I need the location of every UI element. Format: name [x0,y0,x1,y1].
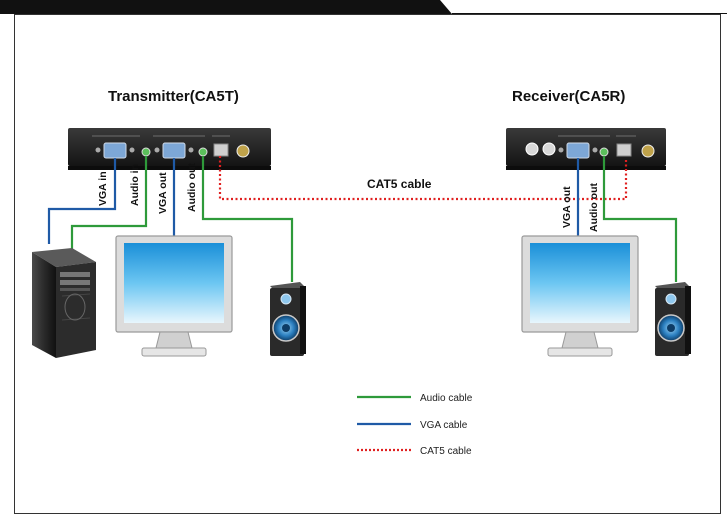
receiver-monitor-icon [521,235,639,357]
audio-in-cable [70,156,148,254]
legend: Audio cable VGA cable CAT5 cable [357,393,473,457]
transmitter-rj45-port [213,143,229,157]
legend-item-audio: Audio cable [357,393,473,404]
transmitter-vga-in-port [95,142,135,159]
pc-tower-icon [32,248,96,358]
transmitter-power-jack [236,144,250,158]
rx-vga-out-label: VGA out [561,186,573,228]
tx-vga-in-label: VGA in [97,171,109,206]
transmitter-title: Transmitter(CA5T) [108,88,239,105]
cat5-cable-line [218,156,628,201]
rx-audio-out-cable [602,156,678,282]
receiver-title: Receiver(CA5R) [512,88,625,105]
receiver-audio-out-jack [599,147,609,157]
legend-vga-label: VGA cable [420,420,468,431]
tx-audio-in-label: Audio in [129,164,141,206]
transmitter-speaker-icon [270,282,306,356]
header-bar-shape [0,0,727,14]
transmitter-vga-out-port [154,142,194,159]
receiver-speaker-icon [655,282,691,356]
header-bar [0,0,727,14]
tx-audio-out-cable [201,156,294,282]
legend-cat5-label: CAT5 cable [420,446,472,457]
receiver-power-jack [641,144,655,158]
transmitter-monitor-icon [115,235,233,357]
rx-audio-out-label: Audio out [588,183,600,232]
tx-audio-out-label: Audio out [186,163,198,212]
receiver-button-right [542,142,556,156]
cat5-cable-label: CAT5 cable [367,177,432,191]
transmitter-audio-in-jack [141,147,151,157]
transmitter-audio-out-jack [198,147,208,157]
receiver-device [506,128,666,170]
tx-vga-out-label: VGA out [157,172,169,214]
receiver-vga-out-port [558,142,598,159]
transmitter-device [68,128,271,170]
receiver-rj45-port [616,143,632,157]
legend-item-cat5: CAT5 cable [357,446,472,457]
receiver-button-left [525,142,539,156]
vga-in-cable [47,158,117,244]
legend-audio-label: Audio cable [420,393,473,404]
legend-item-vga: VGA cable [357,420,468,431]
